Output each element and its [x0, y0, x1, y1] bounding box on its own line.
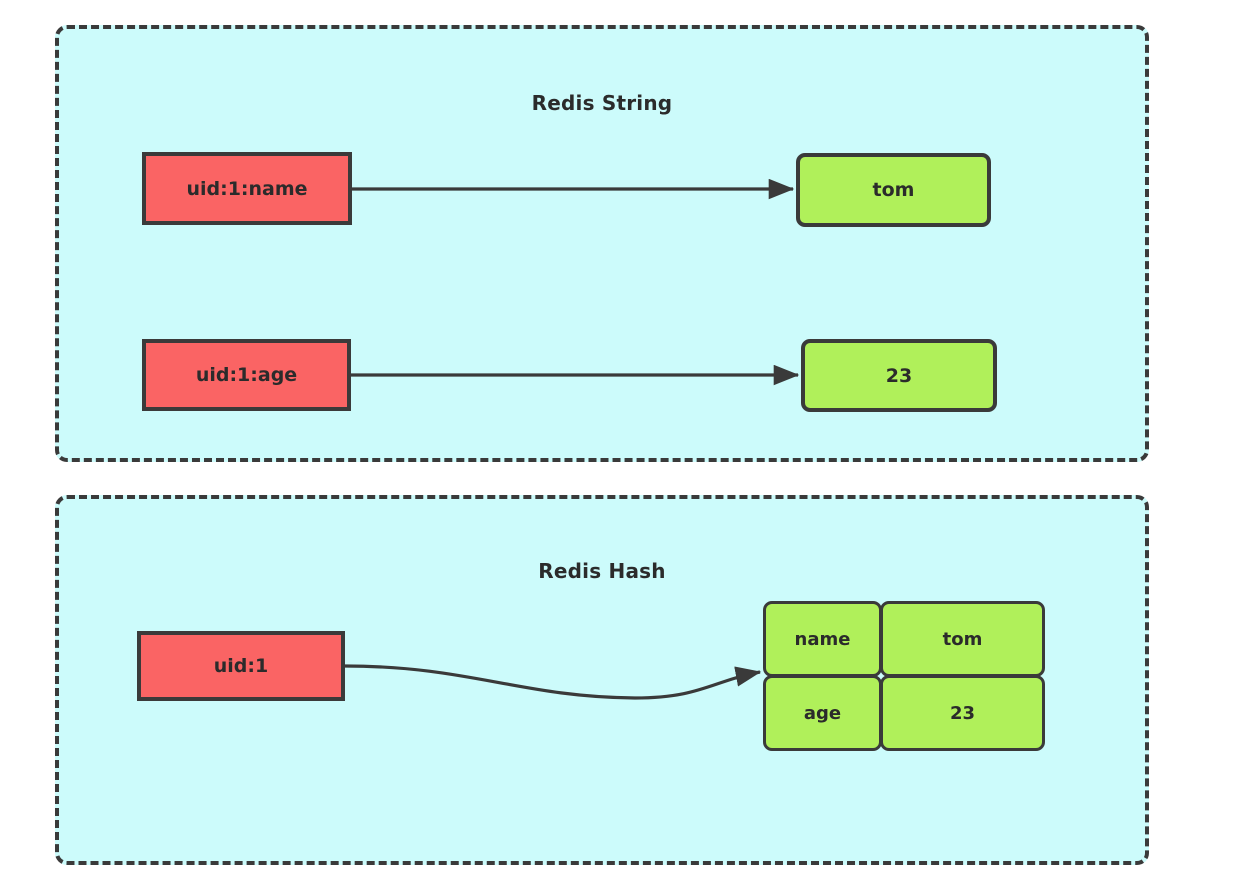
value-box-23-label: 23 — [885, 364, 913, 387]
hash-value-cell-23: 23 — [880, 675, 1045, 751]
hash-field-cell-age-label: age — [803, 702, 842, 724]
value-box-tom-label: tom — [872, 179, 915, 201]
key-box-uid-1-name: uid:1:name — [142, 152, 352, 225]
group-redis-hash-title: Redis Hash — [538, 559, 666, 583]
key-box-uid-1-age-label: uid:1:age — [195, 364, 298, 386]
value-box-23: 23 — [801, 339, 997, 412]
hash-value-cell-23-label: 23 — [949, 702, 976, 724]
value-box-tom: tom — [796, 153, 991, 227]
hash-value-cell-tom-label: tom — [942, 628, 983, 650]
hash-field-cell-name-label: name — [794, 628, 851, 650]
key-box-uid-1-age: uid:1:age — [142, 339, 351, 411]
key-box-uid-1-name-label: uid:1:name — [186, 177, 308, 200]
hash-field-cell-age: age — [763, 675, 882, 751]
key-box-uid-1: uid:1 — [137, 631, 345, 701]
group-redis-string-title: Redis String — [531, 91, 673, 115]
hash-value-cell-tom: tom — [880, 601, 1045, 677]
hash-field-cell-name: name — [763, 601, 882, 677]
key-box-uid-1-label: uid:1 — [213, 655, 269, 677]
